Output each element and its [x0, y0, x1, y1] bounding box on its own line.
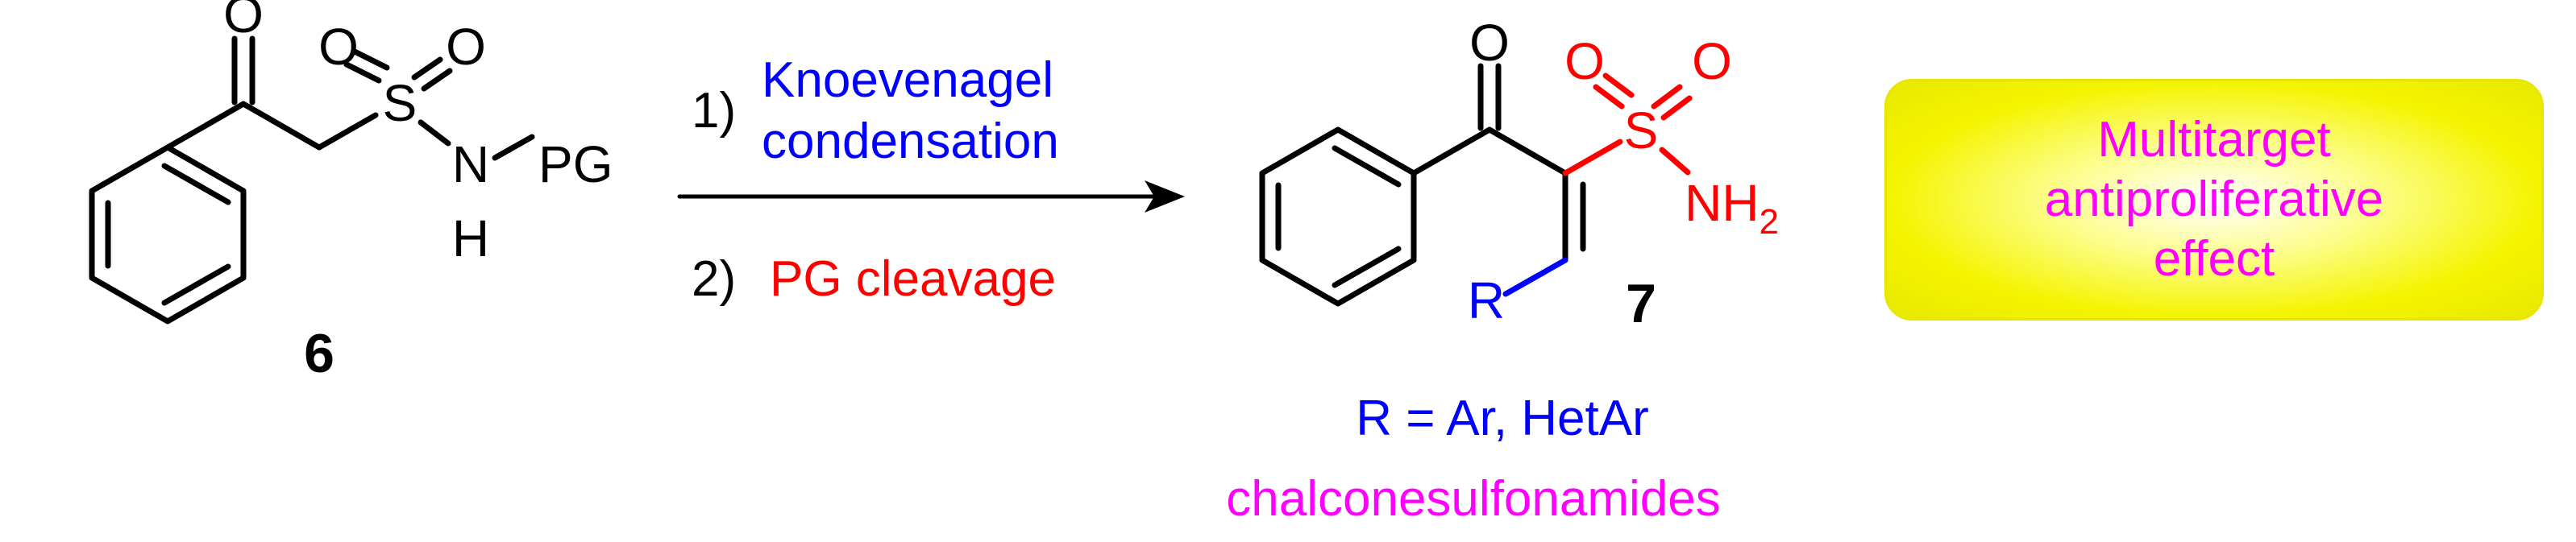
reactant-ch2-to-sulfur-bond	[316, 112, 379, 151]
product-sulfur: S	[1624, 101, 1659, 159]
reactant-so-right-bond-b	[421, 68, 453, 92]
product-so-left-bond-b	[1602, 72, 1635, 98]
step2-text: PG cleavage	[770, 251, 1056, 307]
reactant-n-hydrogen: H	[452, 209, 489, 267]
step1-number: 1)	[692, 83, 736, 139]
step1-line1: Knoevenagel	[762, 52, 1053, 108]
reactant-so-right-bond-a	[411, 56, 443, 81]
product-so-left-bond-a	[1593, 84, 1625, 110]
product-sulfonyl-oxygen-right: O	[1692, 32, 1732, 90]
compound-number-7: 7	[1626, 273, 1656, 334]
reactant-nitrogen: N	[452, 135, 489, 193]
product-amine-nh: NH2	[1685, 174, 1779, 242]
reactant-protecting-group: PG	[538, 135, 613, 193]
reactant-sulfonyl-oxygen-right: O	[446, 18, 486, 76]
product-ring-to-carbonyl-bond	[1411, 126, 1493, 176]
reactant-ring-to-carbonyl-bond	[164, 101, 247, 151]
reaction-arrow: 1) Knoevenagel condensation 2) PG cleava…	[677, 52, 1185, 307]
reactant-nitrogen-to-pg-bond	[492, 134, 535, 161]
effect-line-3: effect	[2153, 231, 2275, 287]
product-benzene-ring	[1259, 126, 1417, 307]
step1-line2: condensation	[762, 114, 1059, 169]
effect-line-1: Multitarget	[2097, 112, 2331, 168]
reactant-ketone-oxygen: O	[223, 0, 264, 43]
effect-line-2: antiproliferative	[2044, 172, 2384, 227]
compound-number-6: 6	[304, 323, 334, 384]
product-r-group: R	[1468, 271, 1505, 329]
product-sulfonyl-oxygen-left: O	[1564, 32, 1605, 90]
product-beta-to-r-bond	[1502, 257, 1568, 297]
product-so-right-bond-a	[1651, 84, 1683, 110]
compound-class-label: chalconesulfonamides	[1226, 471, 1721, 527]
product-carbonyl-to-alpha-bond	[1486, 126, 1568, 176]
product-ketone-oxygen: O	[1469, 14, 1510, 72]
reactant-sulfur-to-nitrogen-bond	[418, 119, 451, 147]
arrow-head	[1145, 180, 1185, 213]
product-sulfur-to-nitrogen-bond	[1659, 147, 1691, 176]
reactant-so-left-bond-b	[351, 48, 390, 71]
reactant-so-left-bond-a	[343, 61, 382, 84]
reactant-benzene-ring	[89, 144, 247, 325]
product-so-right-bond-b	[1660, 95, 1693, 121]
reactant-6: O S O O N H PG 6	[89, 0, 613, 384]
reactant-carbonyl-to-ch2-bond	[240, 101, 322, 151]
multitarget-effect-box: Multitarget antiproliferative effect	[1884, 79, 2544, 321]
product-7: O R S O O NH2 7 R = Ar, HetAr chalconesu…	[1226, 14, 1779, 527]
reactant-sulfur: S	[383, 74, 418, 132]
reactant-sulfonyl-oxygen-left: O	[318, 18, 359, 76]
r-group-definition: R = Ar, HetAr	[1356, 391, 1649, 446]
step2-number: 2)	[692, 251, 736, 307]
product-alpha-to-sulfur-bond	[1562, 139, 1623, 176]
